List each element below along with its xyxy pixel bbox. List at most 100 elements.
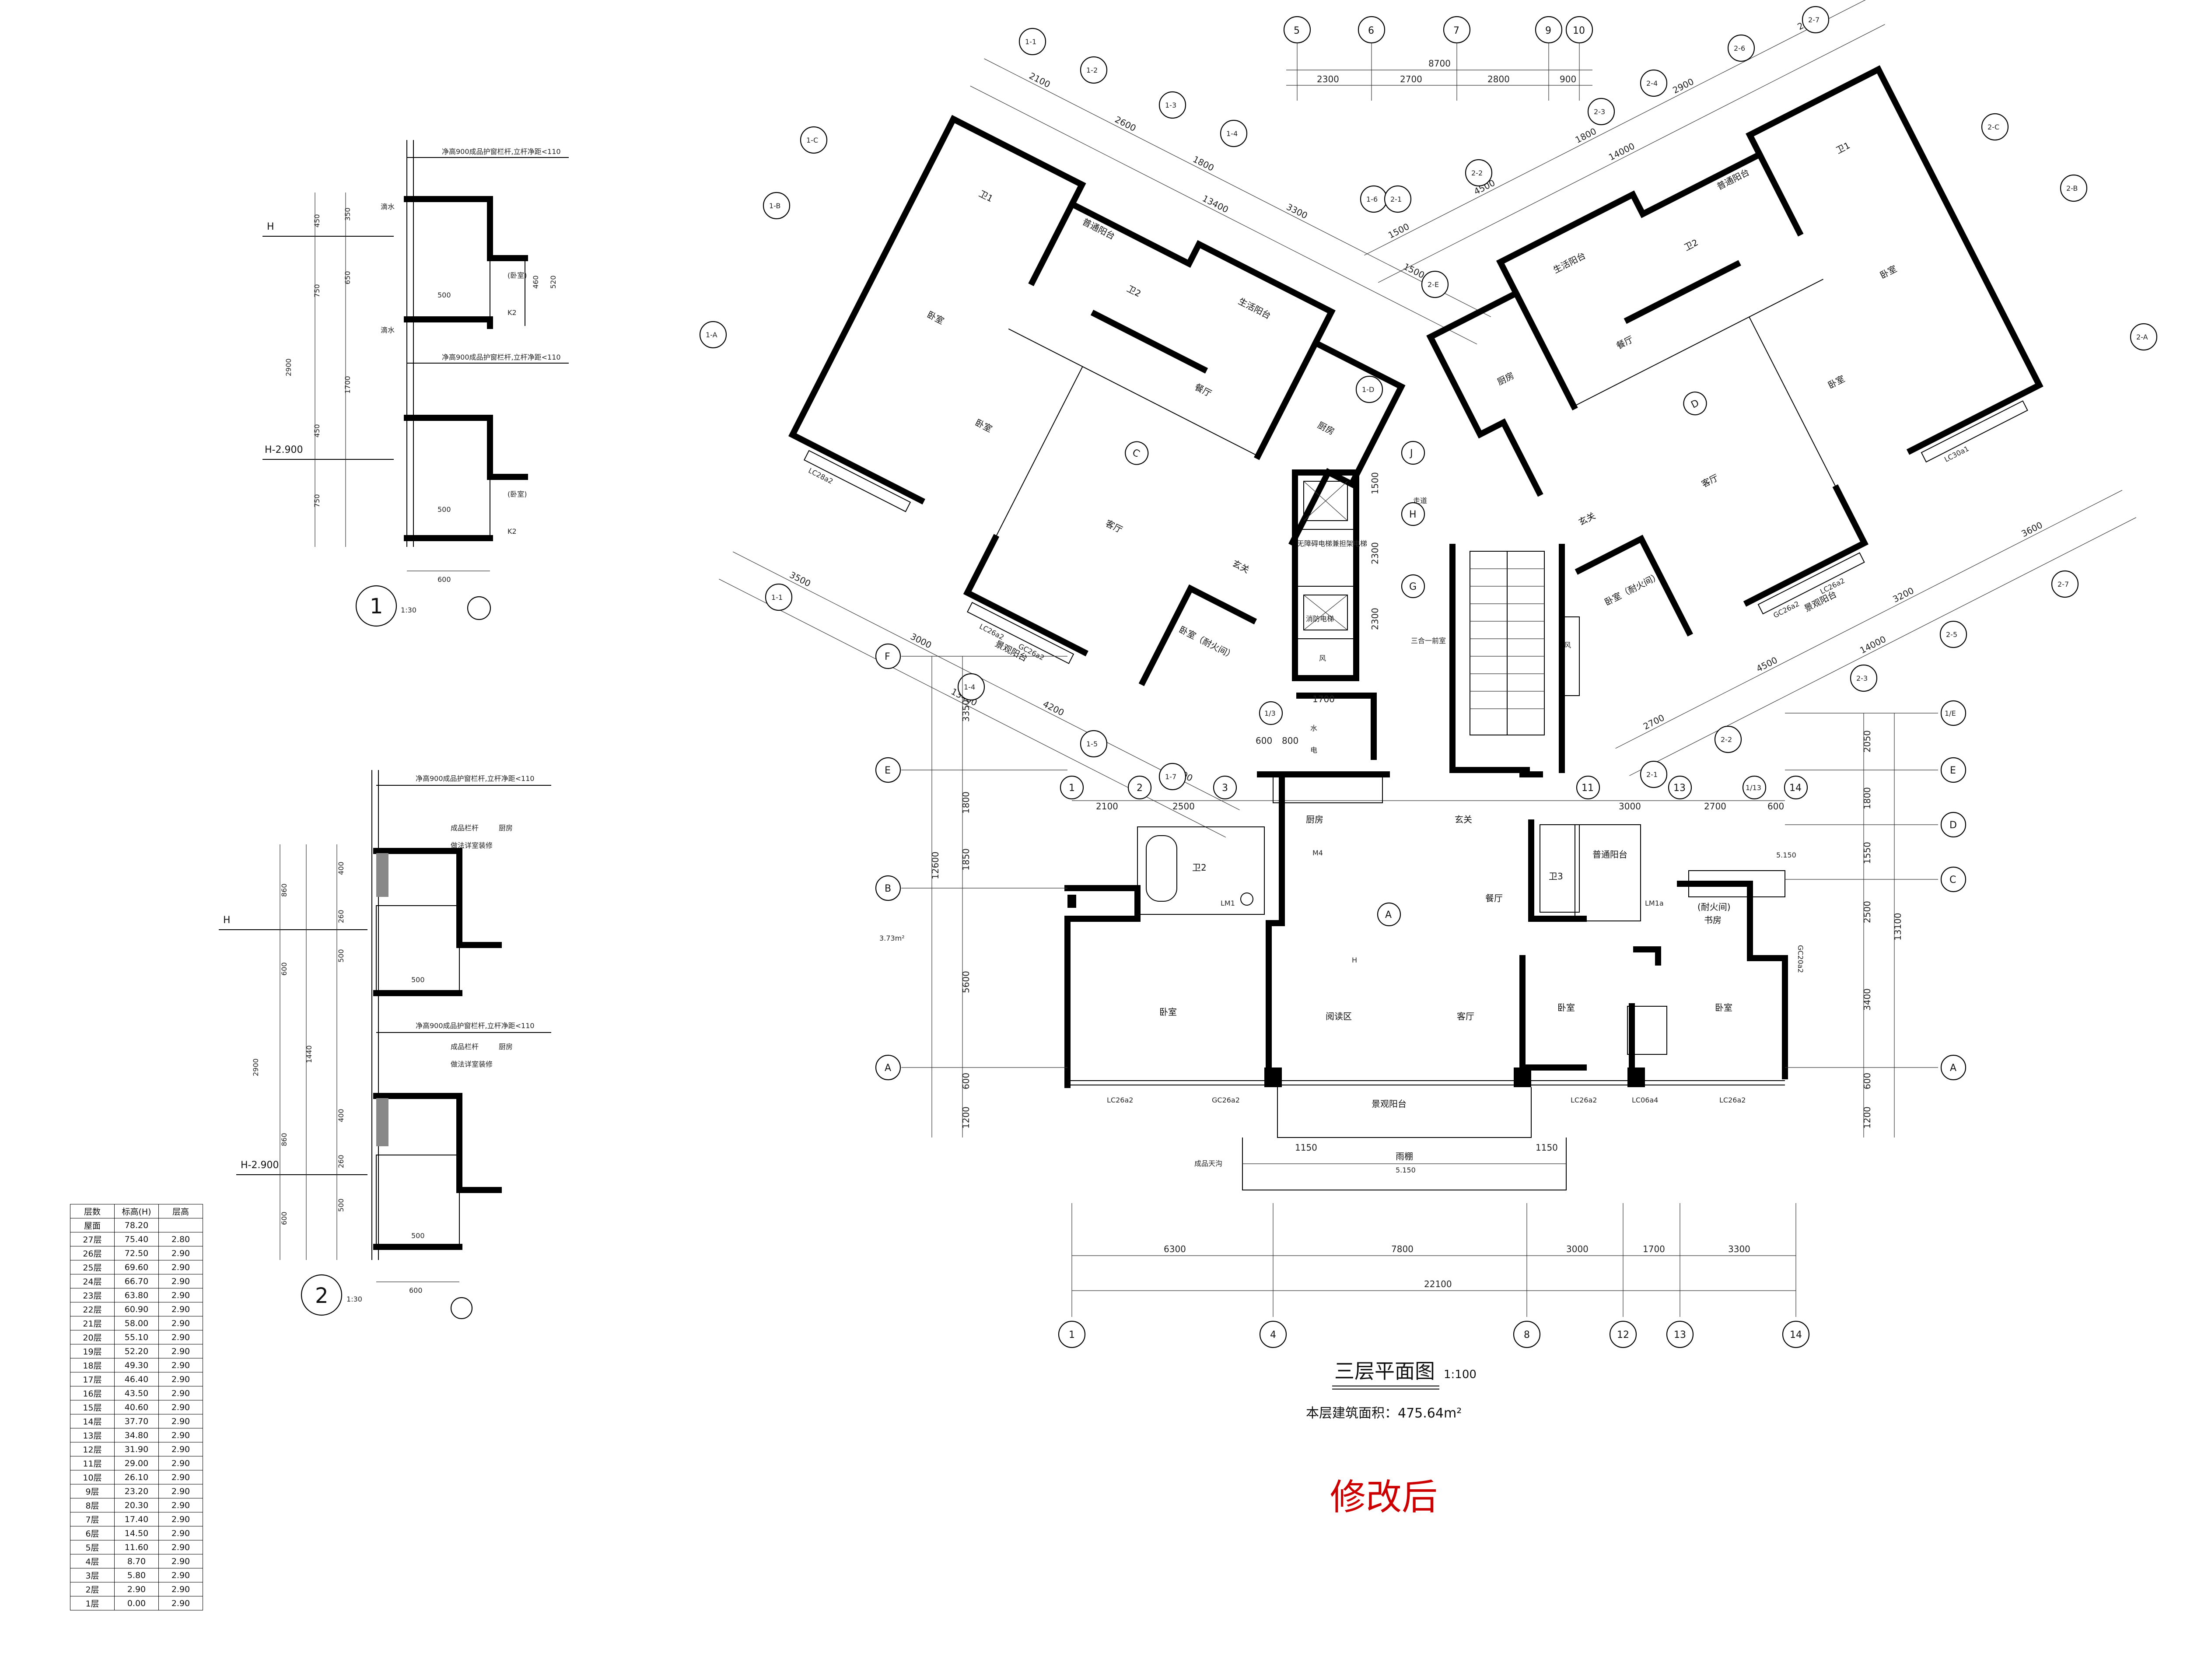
- level-table-cell: 2.90: [158, 1330, 203, 1344]
- axis-2-7: 2-7: [1808, 16, 1820, 24]
- svg-text:500: 500: [411, 1232, 425, 1240]
- level-table-cell: 6层: [70, 1526, 115, 1540]
- level-table-cell: 2.90: [158, 1470, 203, 1484]
- level-table-cell: 屋面: [70, 1218, 115, 1232]
- dim-bottom-4: 3300: [1728, 1244, 1750, 1254]
- dim-right-1: 1800: [1862, 787, 1872, 809]
- dim-left-3: 5600: [961, 971, 971, 993]
- core: 无障碍电梯兼担架电梯 消防电梯 风 三合一前室 走道 风 水 电 J H G 1…: [1256, 441, 1580, 773]
- level-table-cell: 4层: [70, 1554, 115, 1568]
- svg-text:500: 500: [337, 1198, 345, 1212]
- level-table-cell: 26.10: [114, 1470, 159, 1484]
- level-table-cell: 2.90: [158, 1540, 203, 1554]
- level-table-cell: 55.10: [114, 1330, 159, 1344]
- detail1-h-label: H: [267, 221, 274, 232]
- axis-E-left: E: [885, 765, 891, 776]
- svg-text:K2: K2: [507, 527, 517, 536]
- unitA-foyer: 玄关: [1455, 814, 1472, 825]
- svg-text:600: 600: [280, 962, 288, 976]
- axis-2-6: 2-6: [1734, 44, 1745, 52]
- level-table-cell: 2.90: [158, 1596, 203, 1610]
- detail-1: 净高900成品护窗栏杆,立杆净距<110 500 (卧室) K2 滴水 滴水 净…: [262, 140, 569, 627]
- level-table-cell: 7层: [70, 1512, 115, 1526]
- axis-2-2-bottom: 2-2: [1721, 735, 1732, 744]
- svg-text:成品栏杆: 成品栏杆: [451, 1043, 479, 1051]
- floor-area: 本层建筑面积：475.64m²: [1306, 1406, 1462, 1421]
- level-table-cell: 27层: [70, 1232, 115, 1246]
- svg-text:600: 600: [437, 575, 451, 584]
- level-table-cell: 3层: [70, 1568, 115, 1582]
- axis-bottom-4: 4: [1270, 1330, 1276, 1340]
- unitA-bath-2: 卫2: [1192, 862, 1207, 873]
- dim-right-2: 1550: [1862, 842, 1872, 864]
- svg-text:1/3: 1/3: [1264, 709, 1276, 718]
- svg-text:LM1a: LM1a: [1645, 899, 1664, 907]
- axis-a-1-13: 1/13: [1746, 784, 1761, 792]
- level-table-cell: 8层: [70, 1498, 115, 1512]
- axis-E-right: E: [1950, 765, 1956, 776]
- level-table-cell: 2.90: [158, 1274, 203, 1288]
- dim-canopy-left: 1150: [1295, 1142, 1317, 1153]
- dim-bottom-0: 6300: [1164, 1244, 1186, 1254]
- svg-text:2900: 2900: [252, 1058, 260, 1076]
- level-table-cell: 66.70: [114, 1274, 159, 1288]
- level-table-cell: 29.00: [114, 1456, 159, 1470]
- axis-F: F: [885, 651, 890, 662]
- level-table-cell: 8.70: [114, 1554, 159, 1568]
- svg-text:GC26a2: GC26a2: [1212, 1096, 1240, 1104]
- level-table-cell: 69.60: [114, 1260, 159, 1274]
- detail1-room-label: (卧室): [507, 271, 527, 280]
- core-water: 水: [1310, 724, 1317, 732]
- axis-a-1: 1: [1069, 783, 1075, 794]
- axis-2-3-bottom: 2-3: [1856, 674, 1868, 682]
- detail2-railing: 成品栏杆: [451, 824, 479, 832]
- level-table-cell: 11层: [70, 1456, 115, 1470]
- level-table-cell: 14层: [70, 1414, 115, 1428]
- level-table-cell: 2.90: [158, 1302, 203, 1316]
- dim-left-2: 1850: [961, 848, 971, 871]
- unitA-reading: 阅读区: [1326, 1011, 1352, 1022]
- dim-right-5: 600: [1862, 1073, 1872, 1089]
- title-block: 三层平面图 1:100 本层建筑面积：475.64m² 修改后: [1306, 1359, 1477, 1518]
- axis-a-14: 14: [1789, 783, 1802, 794]
- level-table-cell: 17.40: [114, 1512, 159, 1526]
- axis-bottom-14: 14: [1790, 1330, 1802, 1340]
- level-table-cell: 58.00: [114, 1316, 159, 1330]
- core-shaft-1: 风: [1319, 654, 1326, 662]
- dim-right-6: 1200: [1862, 1106, 1872, 1129]
- axis-top-10: 10: [1573, 25, 1585, 36]
- axis-G: G: [1409, 581, 1417, 592]
- level-table-cell: 23层: [70, 1288, 115, 1302]
- level-table-cell: 层高: [158, 1204, 203, 1218]
- dim-a-top-4: 600: [1767, 801, 1784, 812]
- dim-core-2: 2300: [1370, 608, 1380, 630]
- level-table-cell: 2.90: [158, 1372, 203, 1386]
- drawing-title: 三层平面图: [1334, 1359, 1435, 1383]
- axis-1-1-bottom: 1-1: [771, 593, 783, 602]
- axis-1-E: 1/E: [1945, 709, 1956, 718]
- level-table-cell: 2.90: [114, 1582, 159, 1596]
- axis-bottom-12: 12: [1617, 1330, 1629, 1340]
- svg-text:500: 500: [437, 291, 451, 299]
- svg-text:750: 750: [313, 494, 321, 508]
- level-table-cell: 72.50: [114, 1246, 159, 1260]
- axis-2-2: 2-2: [1471, 169, 1483, 177]
- svg-text:260: 260: [337, 910, 345, 923]
- level-table-cell: 2.90: [158, 1442, 203, 1456]
- detail2-h2900-label: H-2.900: [241, 1160, 279, 1171]
- unitA-bedroom-1: 卧室: [1159, 1007, 1177, 1017]
- level-table-cell: 12层: [70, 1442, 115, 1456]
- axis-1-7: 1-7: [1165, 773, 1176, 781]
